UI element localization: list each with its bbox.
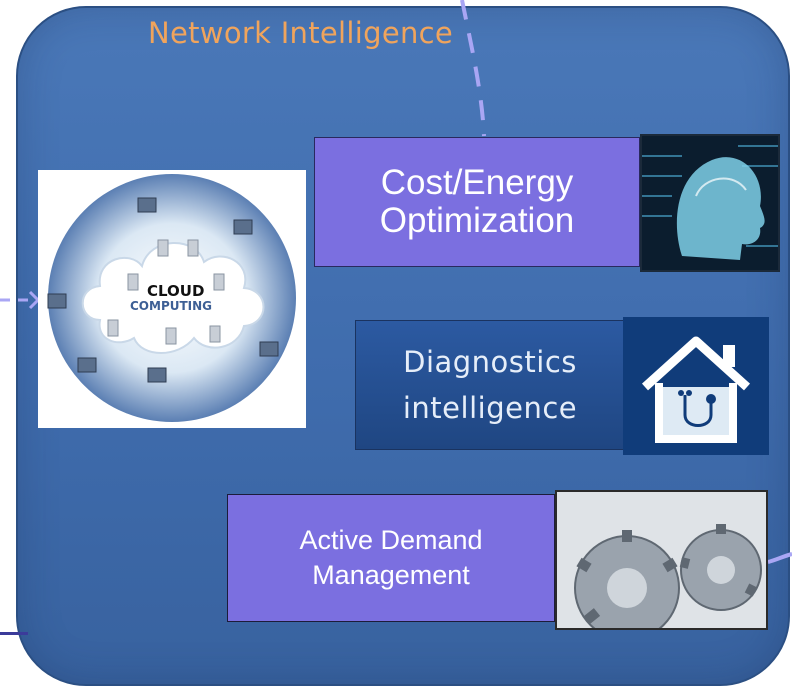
top-connector <box>460 0 486 137</box>
house-stethoscope-image <box>623 317 769 455</box>
cost-label-line2: Optimization <box>379 201 575 240</box>
digital-head-icon <box>642 136 778 270</box>
cloud-computing-image: CLOUD COMPUTING <box>38 170 306 428</box>
bottom-left-rule <box>0 632 28 635</box>
cloud-computing-icon: CLOUD COMPUTING <box>47 174 296 422</box>
cloud-label-1: CLOUD <box>147 282 204 300</box>
cloud-label-2: COMPUTING <box>130 299 212 313</box>
diagnostics-intelligence-box: Diagnostics intelligence <box>355 320 625 450</box>
digital-head-image <box>640 134 780 272</box>
cost-label-line1: Cost/Energy <box>380 163 574 202</box>
right-connector <box>767 552 792 564</box>
adm-label-line2: Management <box>312 560 470 590</box>
diag-label-line1: Diagnostics <box>403 345 577 379</box>
gears-icon <box>557 492 766 628</box>
active-demand-management-box: Active Demand Management <box>227 494 555 622</box>
gears-image <box>555 490 768 630</box>
panel-title: Network Intelligence <box>148 16 454 50</box>
left-arrowhead <box>28 290 41 310</box>
house-stethoscope-icon <box>623 317 769 455</box>
cost-energy-optimization-box: Cost/Energy Optimization <box>314 137 640 267</box>
diag-label-line2: intelligence <box>402 391 578 425</box>
adm-label-line1: Active Demand <box>299 525 483 555</box>
